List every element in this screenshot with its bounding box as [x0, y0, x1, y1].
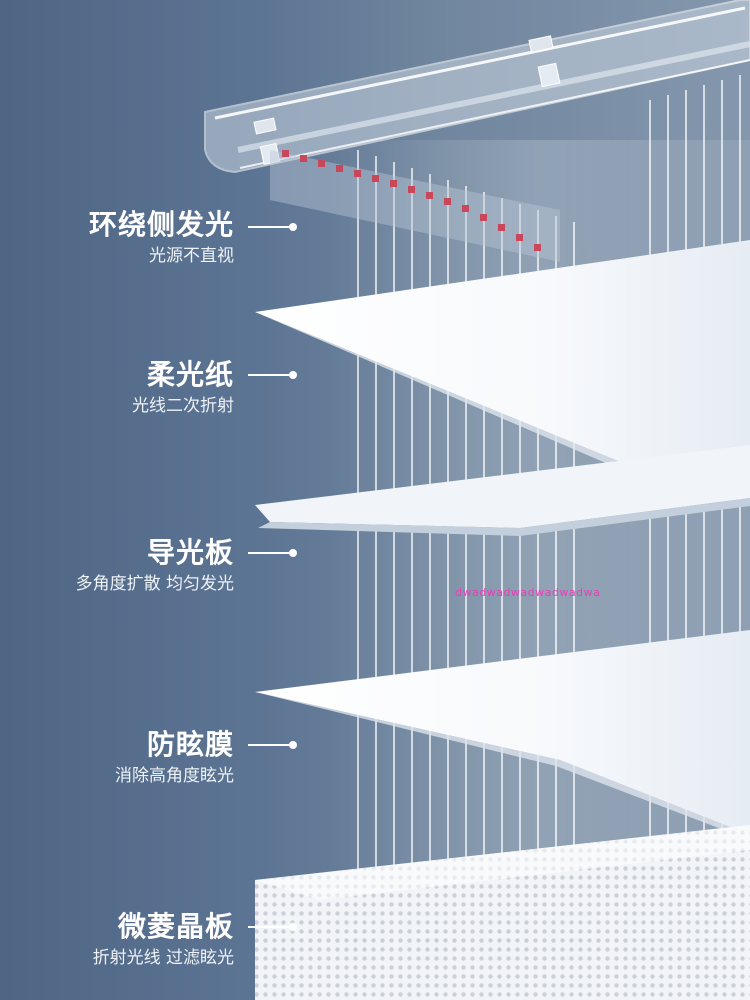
diffuser-paper-subtitle: 光线二次折射 — [132, 396, 234, 416]
connector-side-light — [248, 223, 297, 231]
label-diffuser-paper: 柔光纸 光线二次折射 — [132, 358, 234, 418]
anti-glare-film-sheet — [255, 630, 750, 835]
connector-dot — [289, 741, 297, 749]
light-guide-plate-subtitle: 多角度扩散 均匀发光 — [75, 574, 234, 594]
led-strip — [270, 150, 560, 262]
micro-prism-plate-subtitle: 折射光线 过滤眩光 — [92, 948, 234, 968]
label-light-guide-plate: 导光板 多角度扩散 均匀发光 — [76, 536, 234, 596]
connector-micro-prism-plate — [248, 923, 297, 931]
diffuser-paper-sheet — [255, 240, 750, 470]
side-light-subtitle: 光源不直视 — [149, 246, 234, 266]
micro-prism-plate-title: 微菱晶板 — [117, 910, 234, 943]
light-guide-plate-title: 导光板 — [146, 536, 234, 569]
connector-light-guide-plate — [248, 549, 297, 557]
label-anti-glare-film: 防眩膜 消除高角度眩光 — [115, 728, 234, 788]
label-micro-prism-plate: 微菱晶板 折射光线 过滤眩光 — [93, 910, 234, 970]
watermark-text: dwadwadwadwadwadwa — [455, 586, 601, 599]
connector-dot — [289, 223, 297, 231]
anti-glare-film-subtitle: 消除高角度眩光 — [115, 766, 234, 786]
light-guide-plate-sheet — [255, 445, 750, 528]
connector-anti-glare-film — [248, 741, 297, 749]
anti-glare-film-title: 防眩膜 — [146, 728, 234, 761]
side-light-title: 环绕侧发光 — [88, 208, 234, 241]
diffuser-paper-title: 柔光纸 — [146, 358, 234, 391]
frame-housing — [204, 0, 750, 174]
connector-diffuser-paper — [248, 371, 297, 379]
connector-dot — [289, 371, 297, 379]
label-side-light: 环绕侧发光 光源不直视 — [89, 208, 234, 268]
connector-dot — [289, 549, 297, 557]
connector-dot — [289, 923, 297, 931]
